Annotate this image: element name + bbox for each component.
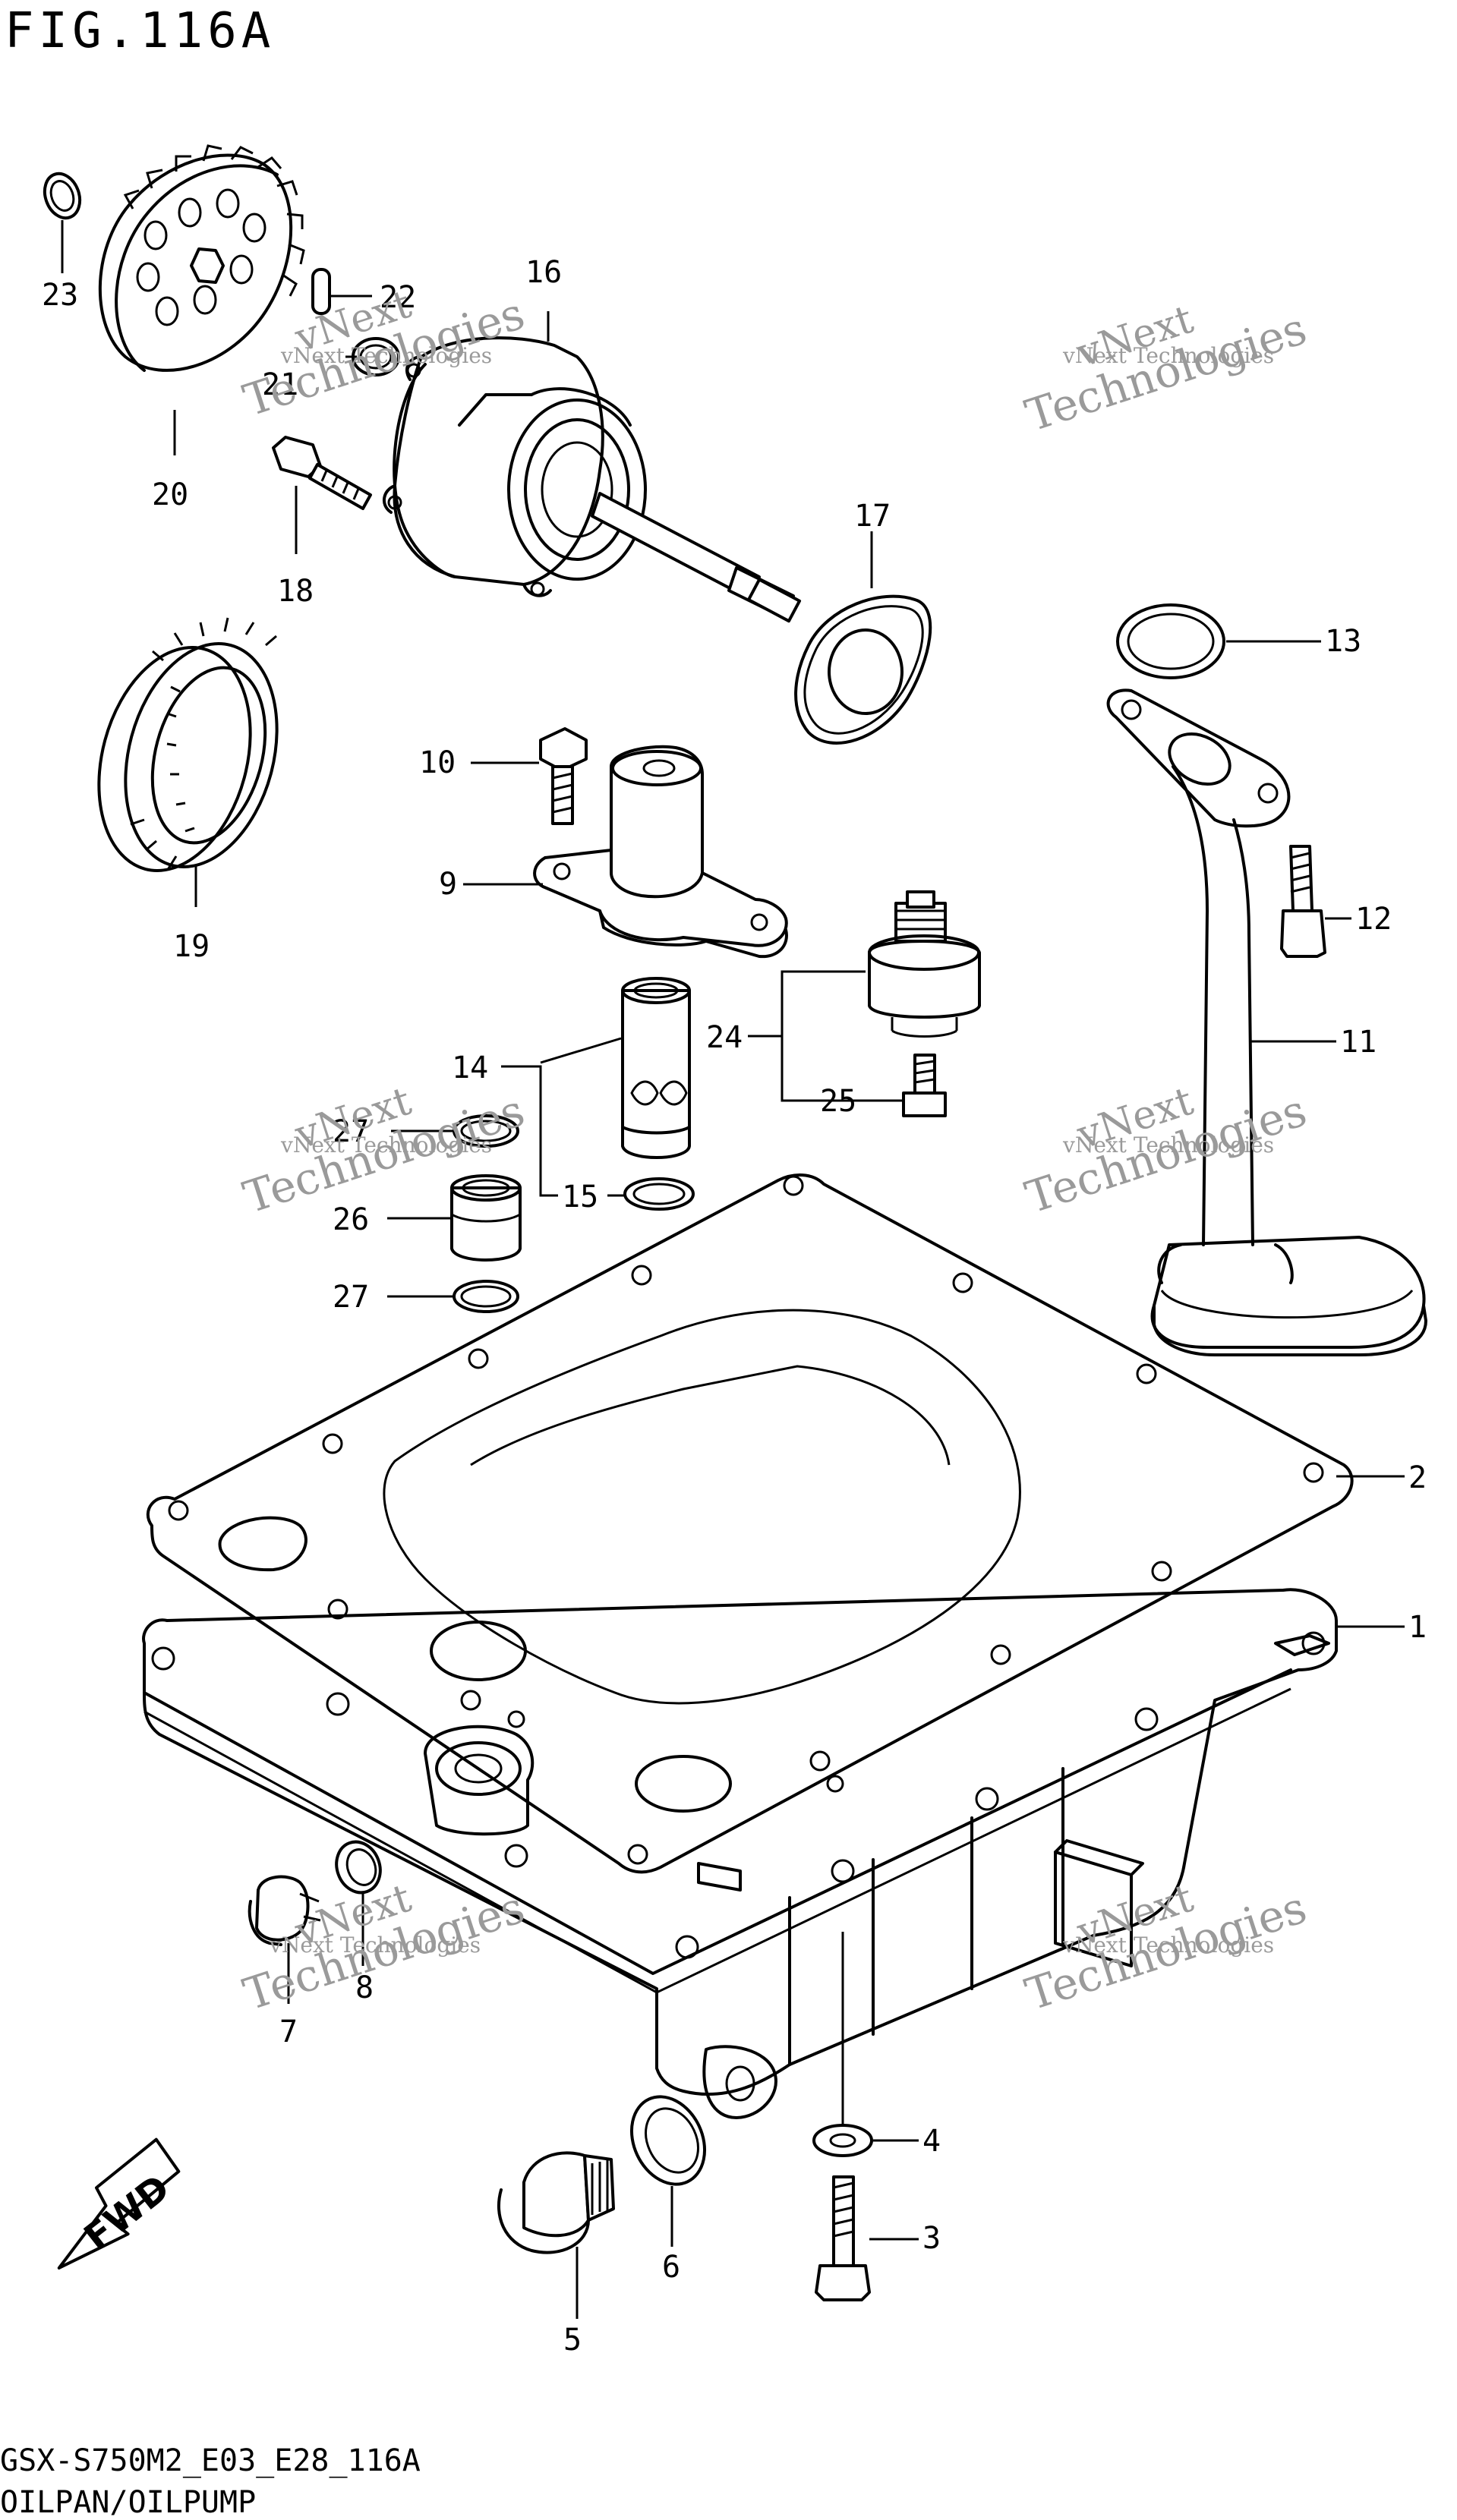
diagram-code: GSX-S750M2_E03_E28_116A	[0, 2443, 421, 2478]
part-19-ring-gear[interactable]	[75, 617, 300, 887]
callout-4: 4	[922, 2124, 941, 2159]
part-27-o-ring-lower[interactable]	[453, 1280, 519, 1313]
callout-10: 10	[419, 745, 456, 780]
part-20-gear[interactable]	[98, 144, 305, 372]
part-22-dowel-pin[interactable]	[311, 268, 331, 315]
callout-15: 15	[562, 1180, 598, 1214]
callout-9: 9	[439, 867, 457, 902]
part-17-gasket[interactable]	[794, 594, 932, 745]
callout-23: 23	[42, 278, 78, 313]
watermarks: vNext Technologies vNext Technologies vN…	[238, 282, 1313, 2021]
callout-18: 18	[277, 574, 314, 609]
part-11-oil-pipe[interactable]	[1106, 688, 1427, 1356]
callout-16: 16	[525, 255, 562, 290]
part-14-relief-valve[interactable]	[621, 977, 691, 1159]
watermark-small: vNext Technologies	[1062, 343, 1274, 368]
fwd-label: FWD	[77, 2166, 178, 2258]
callout-8: 8	[355, 1970, 374, 2005]
callout-27-upper: 27	[333, 1114, 369, 1149]
watermark-small: vNext Technologies	[280, 343, 492, 368]
callout-1: 1	[1408, 1610, 1427, 1645]
part-26-dowel[interactable]	[450, 1174, 522, 1262]
callout-19: 19	[173, 929, 210, 964]
watermark-small: vNext Technologies	[280, 1132, 492, 1158]
part-7-plug[interactable]	[248, 1875, 321, 1946]
watermark-small: vNext Technologies	[1062, 1933, 1274, 1958]
callout-2: 2	[1408, 1460, 1427, 1495]
callout-6: 6	[662, 2250, 680, 2285]
callout-13: 13	[1325, 624, 1361, 659]
callout-24: 24	[706, 1020, 743, 1055]
part-4-washer[interactable]	[812, 2124, 873, 2157]
callout-11: 11	[1340, 1025, 1377, 1060]
part-12-bolt[interactable]	[1280, 845, 1326, 958]
leader-lines	[61, 220, 1405, 2319]
fwd-arrow-icon: FWD	[57, 2137, 181, 2270]
callout-17: 17	[854, 499, 891, 534]
part-5-drain-plug[interactable]	[497, 2151, 615, 2254]
part-2-oil-pan-gasket[interactable]	[146, 1173, 1354, 1874]
part-3-bolt[interactable]	[815, 2175, 871, 2301]
part-24-pressure-switch[interactable]	[868, 890, 981, 1038]
part-23-circlip[interactable]	[39, 169, 86, 222]
figure-title: FIG.116A	[5, 3, 275, 59]
callout-7: 7	[279, 2014, 298, 2049]
callout-21: 21	[262, 367, 298, 402]
callouts: 1 2 3 4 5 6 7 8 9 10 11 12 13 14 15 16 1…	[42, 255, 1427, 2358]
part-8-gasket-washer[interactable]	[330, 1835, 387, 1898]
callout-12: 12	[1355, 902, 1392, 937]
part-15-o-ring[interactable]	[623, 1177, 695, 1211]
part-25-bolt[interactable]	[902, 1054, 947, 1117]
part-6-drain-gasket[interactable]	[618, 2085, 718, 2197]
part-16-oil-pump[interactable]	[383, 336, 802, 623]
callout-14: 14	[452, 1051, 488, 1085]
callout-20: 20	[152, 477, 188, 512]
callout-27-lower: 27	[333, 1280, 369, 1315]
diagram-caption: OILPAN/OILPUMP	[0, 2485, 256, 2520]
callout-22: 22	[380, 280, 416, 315]
callout-3: 3	[922, 2221, 941, 2256]
part-10-bolt[interactable]	[539, 727, 588, 825]
callout-5: 5	[563, 2323, 582, 2358]
callout-26: 26	[333, 1202, 369, 1237]
watermark-small: vNext Technologies	[1062, 1132, 1274, 1158]
part-1-oil-pan[interactable]	[142, 1588, 1338, 2119]
callout-25: 25	[820, 1084, 856, 1119]
watermark-small: vNext Technologies	[269, 1933, 481, 1958]
part-13-o-ring[interactable]	[1116, 603, 1225, 679]
part-18-bolt[interactable]	[272, 436, 372, 510]
